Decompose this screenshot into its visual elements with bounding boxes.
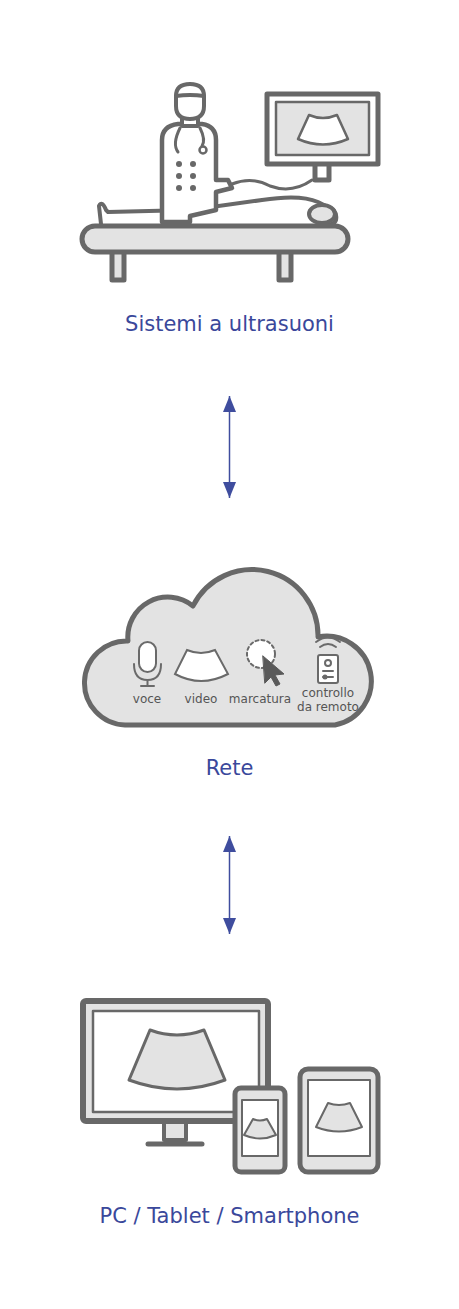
ultrasound-fan: [316, 1103, 362, 1132]
feature-label: controllo da remoto: [295, 686, 361, 714]
node-label: Rete: [206, 754, 254, 782]
feature-label: marcatura: [229, 692, 291, 706]
connector-arrow: [223, 396, 236, 498]
ultrasound-system-node: Sistemi a ultrasuoni: [0, 70, 459, 396]
devices: [83, 1001, 378, 1172]
patient-head: [309, 205, 335, 223]
connector-line: [229, 836, 231, 934]
arrow-head: [223, 918, 236, 934]
coat-buttons: [176, 161, 196, 191]
cloud-outline: [84, 570, 371, 725]
bed: [82, 226, 348, 252]
node-label: Sistemi a ultrasuoni: [125, 310, 334, 338]
phone-frame: [235, 1088, 285, 1172]
ultrasound-scene: [82, 84, 378, 280]
tablet-screen: [308, 1080, 370, 1156]
ultrasound-fan: [244, 1119, 276, 1139]
cloud-icons: [134, 638, 340, 687]
devices-node: PC / Tablet / Smartphone: [0, 934, 459, 1244]
stethoscope-bell: [200, 147, 207, 154]
remote-icon: [318, 655, 338, 683]
doctor-head: [176, 84, 204, 119]
microphone-stand: [134, 664, 161, 686]
feature-label: voce: [133, 692, 161, 706]
arrow-head: [223, 836, 236, 852]
ultrasound-fan: [298, 115, 348, 145]
arrow-head: [223, 396, 236, 412]
arrow-head: [223, 482, 236, 498]
connector-arrow: [223, 836, 236, 934]
connector-line: [229, 396, 231, 498]
node-label: PC / Tablet / Smartphone: [100, 1202, 360, 1230]
video-fan-icon: [175, 650, 228, 681]
tablet-frame: [300, 1069, 378, 1172]
monitor-screen: [276, 102, 369, 155]
phone-screen: [242, 1100, 278, 1156]
feature-label: video: [185, 692, 218, 706]
doctor-hair: [176, 95, 204, 96]
network-cloud-node: voce video marcatura controllo da remotoRet…: [0, 498, 459, 836]
probe-cable: [232, 180, 312, 189]
monitor-frame: [267, 94, 378, 164]
cursor-icon: [263, 656, 284, 686]
pc-base: [148, 1142, 202, 1147]
ultrasound-fan: [129, 1030, 225, 1089]
wifi-icon: [316, 638, 340, 648]
doctor-coat: [162, 124, 232, 222]
microphone-icon: [139, 642, 156, 672]
